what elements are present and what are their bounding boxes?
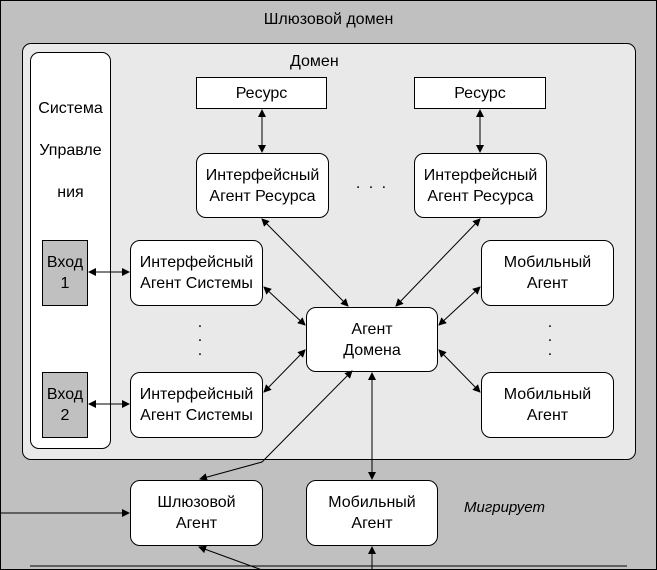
resource-right-box: Ресурс [414,77,546,109]
domain-agent-line-1: Агент [351,320,393,338]
connector-mobile-agent-top [438,286,481,326]
vertical-ellipsis-dot: . [197,328,203,345]
resource-agent-left-line-2: Агент Ресурса [209,187,316,205]
vertical-ellipsis-dot: . [197,342,203,359]
entry-1-label-line-2: 1 [60,275,70,292]
system-agent-top-box: Интерфейсный Агент Системы [130,240,263,306]
mobile-agent-outside-line-1: Мобильный [328,494,416,511]
control-system-label-line-1: Система [38,100,103,117]
entry-2-label-line-2: 2 [60,407,70,424]
mobile-agents-vertical-ellipsis: . . . [540,314,560,359]
domain-agent-box: Агент Домена [306,307,438,372]
control-system-label-line-2: Управле [39,142,102,159]
connector-resource-agent-left [261,218,349,307]
gateway-agent-line-2: Агент [175,515,218,532]
resource-right-label: Ресурс [454,84,506,102]
resource-agents-ellipsis: . . . [355,175,389,192]
resource-agent-left-box: Интерфейсный Агент Ресурса [196,153,329,218]
entry-2-box: Вход 2 [42,372,88,438]
system-agents-vertical-ellipsis: . . . [190,314,210,359]
entry-1-label-line-1: Вход [46,254,84,271]
control-system-label-line-3: ния [57,184,84,201]
connector-mobile-agent-bottom [438,349,481,393]
mobile-agent-bottom-line-2: Агент [526,407,569,424]
connector-system-agent-bottom [263,349,306,393]
mobile-agent-top-line-1: Мобильный [503,254,592,271]
domain-agent-line-2: Домена [343,341,401,359]
mobile-agent-outside-line-2: Агент [351,515,393,532]
vertical-ellipsis-dot: . [197,314,203,331]
vertical-ellipsis-dot: . [547,342,553,359]
gateway-agent-box: Шлюзовой Агент [130,480,263,546]
system-agent-top-line-1: Интерфейсный [139,254,254,271]
connector-system-agent-top [263,286,306,326]
migrates-label: Мигрирует [464,499,545,516]
resource-agent-right-line-1: Интерфейсный [423,166,538,184]
entry-1-box: Вход 1 [42,240,88,306]
resource-agent-left-line-1: Интерфейсный [205,166,320,184]
gateway-agent-line-1: Шлюзовой [157,494,236,511]
resource-left-label: Ресурс [235,84,288,102]
mobile-agent-bottom-line-1: Мобильный [503,386,592,403]
gateway-domain-title: Шлюзовой домен [263,11,394,28]
domain-title: Домен [290,53,339,70]
connector-gateway-agent [199,370,353,482]
vertical-ellipsis-dot: . [547,328,553,345]
system-agent-top-line-2: Агент Системы [140,275,253,292]
mobile-agent-outside-box: Мобильный Агент [306,480,438,546]
resource-agent-right-line-2: Агент Ресурса [427,187,534,205]
entry-2-label-line-1: Вход [46,386,84,403]
mobile-agent-top-box: Мобильный Агент [481,240,614,306]
resource-left-box: Ресурс [196,77,327,109]
mobile-agent-bottom-box: Мобильный Агент [481,372,614,438]
resource-agent-right-box: Интерфейсный Агент Ресурса [414,153,547,218]
connector-resource-agent-right [395,218,481,307]
mobile-agent-top-line-2: Агент [526,275,569,292]
vertical-ellipsis-dot: . [547,314,553,331]
connector-gateway-bottom [198,545,263,570]
